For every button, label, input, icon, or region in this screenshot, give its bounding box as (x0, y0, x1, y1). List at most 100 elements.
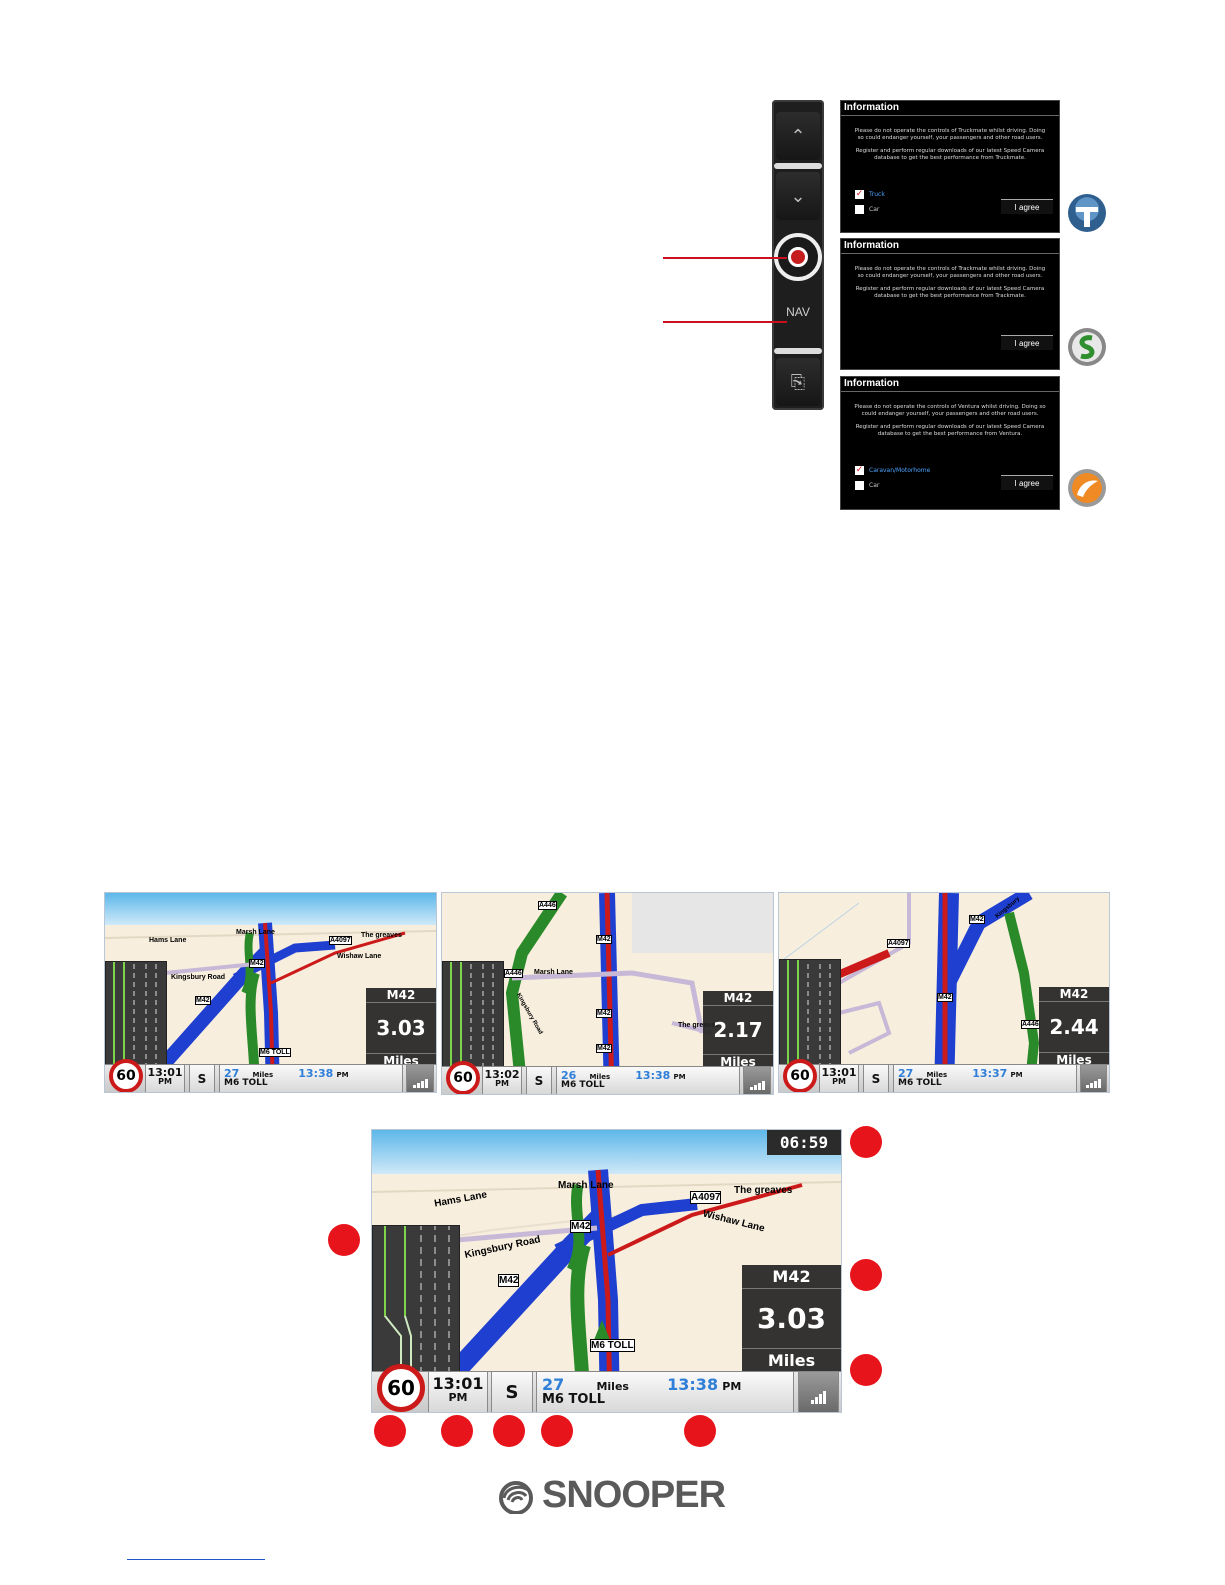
chevron-up-icon: ⌃ (790, 125, 806, 147)
gps-signal-icon[interactable] (1080, 1065, 1107, 1092)
checkbox-label: Car (869, 482, 880, 489)
callout-marker (328, 1224, 360, 1256)
map-label: M42 (969, 915, 985, 924)
checkbox-label: Caravan/Motorhome (869, 467, 931, 474)
ventura-app-icon (1068, 469, 1106, 507)
information-dialog-truckmate: Information Please do not operate the co… (840, 100, 1060, 233)
dialog-title: Information (841, 377, 1059, 392)
nav-screen-large: 06:59 Marsh Lane A4097 The greaves Hams … (371, 1129, 842, 1413)
speed-limit-sign: 60 (783, 1059, 817, 1092)
empty-checkbox-icon (855, 205, 864, 214)
speed-limit-sign: 60 (377, 1364, 425, 1412)
map-label: M6 TOLL (590, 1339, 635, 1352)
lane-guidance-panel (372, 1225, 460, 1375)
dialog-register-text: Register and perform regular downloads o… (855, 286, 1045, 299)
current-road: M6 TOLL (561, 1080, 605, 1090)
map-label: Wishaw Lane (337, 953, 382, 960)
map-label: M42 (570, 1220, 592, 1233)
lane-guidance-panel (779, 959, 841, 1069)
next-turn-unit: Miles (720, 1055, 756, 1069)
map-label: A446 (538, 901, 557, 910)
next-turn-distance: 2.44 (1039, 1002, 1109, 1053)
map-label: M42 (596, 935, 612, 944)
trip-info[interactable]: 27 Miles 13:37 PM M6 TOLL (893, 1065, 1077, 1092)
agree-button[interactable]: I agree (1001, 199, 1053, 214)
trip-info[interactable]: 26 Miles 13:38 PM M6 TOLL (556, 1067, 740, 1094)
clock: 13:02 PM (482, 1067, 522, 1094)
clock-time: 13:01 (147, 1066, 183, 1079)
checkbox-caravan-motorhome[interactable]: ✓ Caravan/Motorhome (855, 466, 930, 475)
gps-device-button-strip: ⌃ ⌄ NAV ⎘ (772, 100, 824, 410)
callout-marker (541, 1415, 573, 1447)
compass-heading[interactable]: S (526, 1067, 552, 1094)
trip-info[interactable]: 27 Miles 13:38 PM M6 TOLL (536, 1372, 794, 1412)
callout-marker (850, 1354, 882, 1386)
agree-button[interactable]: I agree (1001, 335, 1053, 350)
map-label: A4097 (329, 936, 352, 945)
map-label: The greaves (678, 1022, 719, 1029)
gps-signal-icon[interactable] (743, 1067, 771, 1094)
next-road-name: M42 (366, 988, 436, 1003)
trackmate-app-icon (1068, 328, 1106, 366)
callout-marker (493, 1415, 525, 1447)
compass-heading[interactable]: S (189, 1065, 215, 1092)
callout-marker (850, 1126, 882, 1158)
nav-screen-1: Marsh Lane A4097 The greaves Hams Lane K… (104, 892, 437, 1093)
map-label: The greaves (734, 1185, 793, 1196)
map-label: A4097 (887, 939, 910, 948)
chevron-down-icon: ⌄ (790, 185, 806, 207)
lane-guidance-panel (105, 961, 167, 1069)
clock-time: 13:01 (821, 1066, 857, 1079)
next-turn-panel: M42 3.03 Miles (366, 988, 436, 1068)
logo-text: SNOOPER (542, 1474, 726, 1516)
nav-button[interactable]: NAV (786, 305, 810, 319)
clock-time: 13:02 (484, 1068, 520, 1081)
trip-info[interactable]: 27 Miles 13:38 PM M6 TOLL (219, 1065, 403, 1092)
divider (774, 348, 822, 354)
divider (774, 163, 822, 169)
snooper-logo: SNOOPER (496, 1474, 726, 1517)
nav-screen-3: A4097 M42 A446 Kingsbury M42 M42 2.44 Mi… (778, 892, 1110, 1093)
next-turn-distance: 3.03 (366, 1003, 436, 1054)
up-button[interactable]: ⌃ (776, 112, 820, 160)
map-label: M42 (498, 1274, 520, 1287)
map-label: M6 TOLL (259, 1048, 291, 1057)
remaining-distance: 27 (224, 1067, 240, 1080)
gps-signal-icon[interactable] (406, 1065, 434, 1092)
agree-button[interactable]: I agree (1001, 475, 1053, 490)
next-road-name: M42 (1039, 987, 1109, 1002)
checkbox-label: Car (869, 206, 880, 213)
dialog-warning-text: Please do not operate the controls of Tr… (854, 266, 1046, 279)
sd-card-icon: ⎘ (790, 371, 806, 393)
gps-signal-icon[interactable] (798, 1372, 839, 1412)
clock: 13:01 PM (819, 1065, 859, 1092)
map-label: A4097 (690, 1191, 722, 1204)
checkbox-car[interactable]: Car (855, 205, 879, 214)
sd-card-button[interactable]: ⎘ (776, 358, 820, 406)
map-label: M42 (249, 959, 265, 968)
checkbox-truck[interactable]: ✓ Truck (855, 190, 885, 199)
eta-ampm: PM (1010, 1071, 1023, 1079)
next-turn-unit: Miles (767, 1351, 816, 1370)
down-button[interactable]: ⌄ (776, 172, 820, 220)
remaining-unit: Miles (252, 1071, 274, 1079)
clock-ampm: PM (495, 1079, 509, 1088)
sky (105, 893, 436, 925)
clock-time: 13:01 (432, 1374, 484, 1393)
compass-heading[interactable]: S (863, 1065, 889, 1092)
map-label: The greaves (361, 932, 402, 939)
compass-heading[interactable]: S (491, 1372, 533, 1412)
speed-limit-sign: 60 (446, 1061, 480, 1094)
next-turn-panel: M42 2.17 Miles (703, 991, 773, 1069)
current-time-badge: 06:59 (767, 1130, 841, 1155)
next-turn-distance: 3.03 (742, 1289, 841, 1349)
callout-marker (850, 1259, 882, 1291)
checkbox-car[interactable]: Car (855, 481, 879, 490)
callout-marker (441, 1415, 473, 1447)
next-turn-panel: M42 2.44 Miles (1039, 987, 1109, 1067)
footer-link-underline[interactable] (127, 1559, 265, 1560)
status-bar: 60 13:01 PM S 27 Miles 13:38 PM M6 TOLL (372, 1364, 841, 1412)
clock: 13:01 PM (145, 1065, 185, 1092)
status-bar: 60 13:01 PM S 27 Miles 13:37 PM M6 TOLL (779, 1059, 1109, 1092)
remaining-unit: Miles (926, 1071, 948, 1079)
